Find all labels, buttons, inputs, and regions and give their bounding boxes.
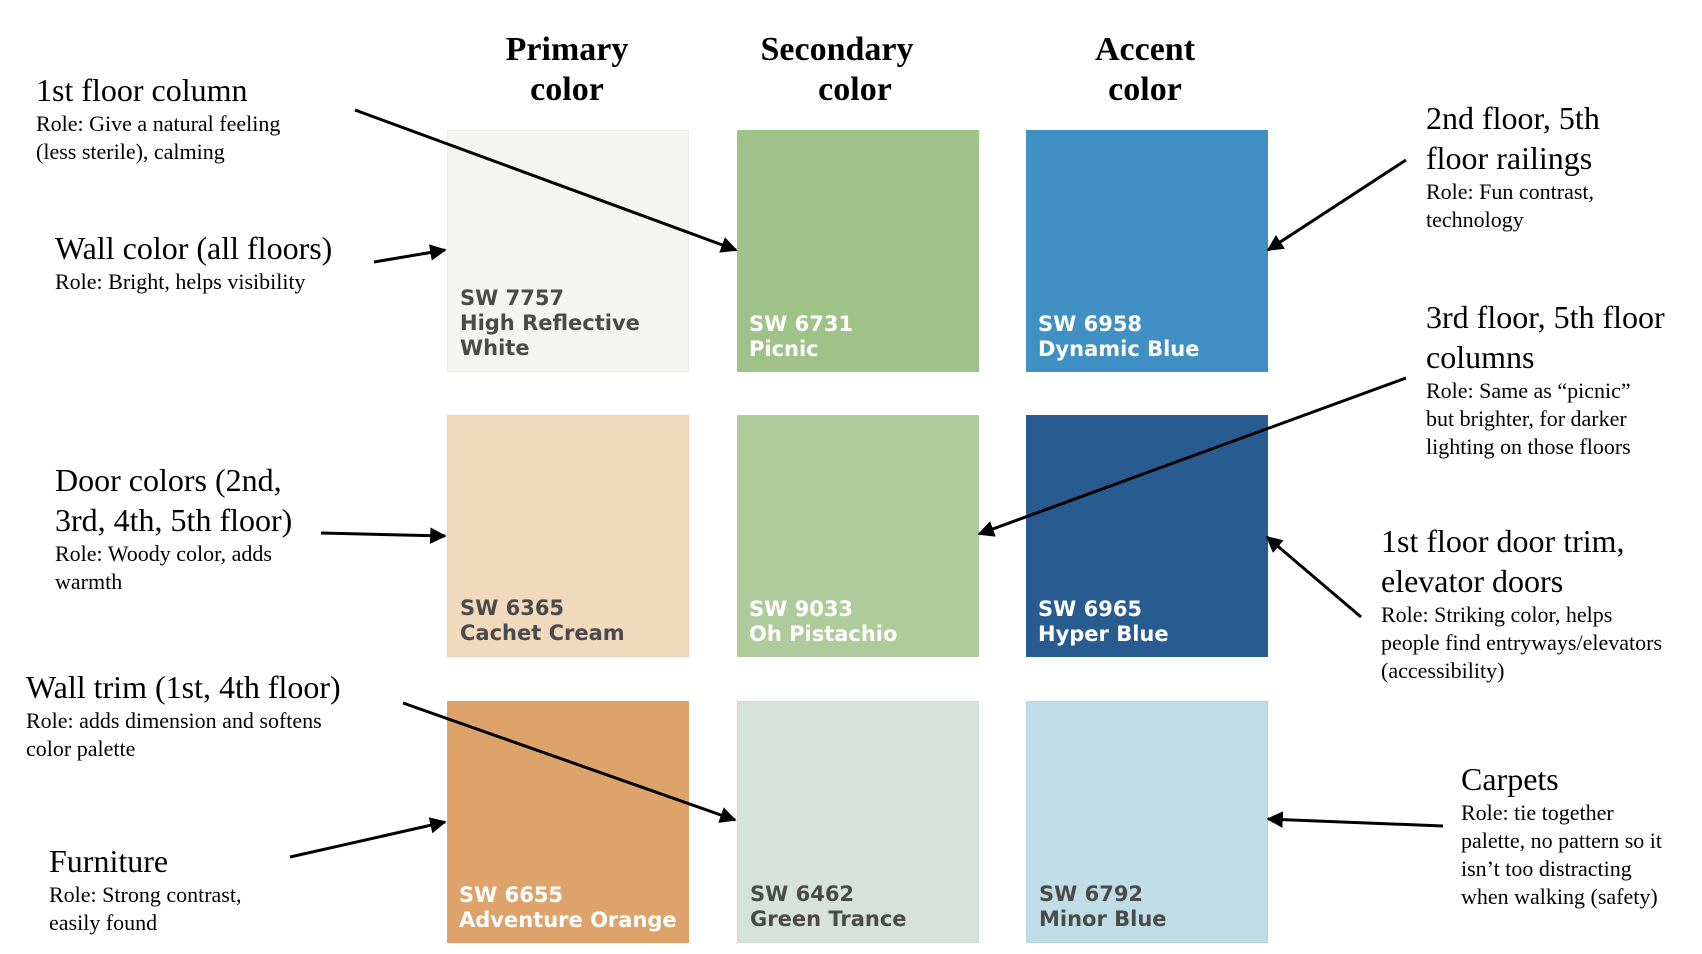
arrow-first-floor-column xyxy=(354,108,738,253)
swatch-code: SW 6792 xyxy=(1039,882,1144,906)
swatch-adventure-orange: SW 6655 Adventure Orange xyxy=(447,701,689,943)
note-title: Wall color (all floors) xyxy=(55,230,333,266)
note-role: Role: Strong contrast, xyxy=(49,882,242,907)
note-title: Door colors (2nd, xyxy=(55,462,282,498)
swatch-cachet-cream: SW 6365 Cachet Cream xyxy=(447,415,689,657)
swatch-label: SW 6792 Minor Blue xyxy=(1039,882,1259,932)
note-role: Role: Striking color, helps xyxy=(1381,602,1613,627)
note-role: (accessibility) xyxy=(1381,658,1505,683)
swatch-name: White xyxy=(460,336,530,360)
note-role: Role: Give a natural feeling xyxy=(36,111,281,136)
arrow-wall-trim xyxy=(402,701,737,823)
swatch-high-reflective-white: SW 7757 High Reflective White xyxy=(447,130,689,372)
note-title: Wall trim (1st, 4th floor) xyxy=(26,669,341,705)
arrow-railings xyxy=(1266,158,1407,252)
column-heading-primary: Primary color xyxy=(442,30,692,110)
swatch-label: SW 7757 High Reflective White xyxy=(460,286,680,361)
note-role: Role: Same as “picnic” xyxy=(1426,378,1631,403)
swatch-code: SW 6462 xyxy=(750,882,855,906)
swatch-label: SW 6462 Green Trance xyxy=(750,882,970,932)
arrow-wall-color xyxy=(373,244,447,264)
note-title: 1st floor column xyxy=(36,72,248,108)
swatch-label: SW 9033 Oh Pistachio xyxy=(749,597,971,647)
note-role: but brighter, for darker xyxy=(1426,406,1627,431)
swatch-dynamic-blue: SW 6958 Dynamic Blue xyxy=(1026,130,1268,372)
column-heading-line: color xyxy=(818,71,892,108)
arrow-door-trim xyxy=(1265,535,1362,619)
note-railings: 2nd floor, 5th floor railings Role: Fun … xyxy=(1426,98,1600,234)
swatch-name: High Reflective xyxy=(460,311,640,335)
swatch-label: SW 6655 Adventure Orange xyxy=(459,883,681,933)
swatch-label: SW 6958 Dynamic Blue xyxy=(1038,312,1260,362)
swatch-label: SW 6965 Hyper Blue xyxy=(1038,597,1260,647)
swatch-code: SW 6655 xyxy=(459,883,564,907)
column-heading-line: color xyxy=(530,71,604,108)
swatch-hyper-blue: SW 6965 Hyper Blue xyxy=(1026,415,1268,657)
swatch-name: Oh Pistachio xyxy=(749,622,898,646)
note-title: 3rd, 4th, 5th floor) xyxy=(55,502,293,538)
swatch-code: SW 9033 xyxy=(749,597,854,621)
note-title: Carpets xyxy=(1461,761,1559,797)
note-first-floor-column: 1st floor column Role: Give a natural fe… xyxy=(36,70,280,166)
swatch-picnic: SW 6731 Picnic xyxy=(737,130,979,372)
note-role: people find entryways/elevators xyxy=(1381,630,1663,655)
column-heading-line: Primary xyxy=(505,31,629,68)
note-door-trim: 1st floor door trim, elevator doors Role… xyxy=(1381,521,1662,685)
note-role: palette, no pattern so it xyxy=(1461,828,1662,853)
column-heading-line: Accent xyxy=(1094,31,1196,68)
note-title: Furniture xyxy=(49,843,169,879)
note-furniture: Furniture Role: Strong contrast, easily … xyxy=(49,841,241,937)
note-role: warmth xyxy=(55,569,123,594)
column-heading-line: Secondary xyxy=(760,31,914,68)
note-title: 3rd floor, 5th floor xyxy=(1426,299,1665,335)
note-title: columns xyxy=(1426,339,1535,375)
note-role: color palette xyxy=(26,736,136,761)
note-door-colors: Door colors (2nd, 3rd, 4th, 5th floor) R… xyxy=(55,460,292,596)
swatch-minor-blue: SW 6792 Minor Blue xyxy=(1026,701,1268,943)
column-heading-secondary: Secondary color xyxy=(712,30,962,110)
note-role: Role: Fun contrast, xyxy=(1426,179,1595,204)
arrow-door-colors xyxy=(320,527,447,544)
column-heading-accent: Accent color xyxy=(1020,30,1270,110)
swatch-code: SW 6731 xyxy=(749,312,854,336)
note-wall-trim: Wall trim (1st, 4th floor) Role: adds di… xyxy=(26,667,341,763)
note-role: technology xyxy=(1426,207,1524,232)
swatch-code: SW 6958 xyxy=(1038,312,1143,336)
swatch-name: Adventure Orange xyxy=(459,908,677,932)
note-role: when walking (safety) xyxy=(1461,884,1658,909)
swatch-oh-pistachio: SW 9033 Oh Pistachio xyxy=(737,415,979,657)
note-role: Role: tie together xyxy=(1461,800,1614,825)
swatch-green-trance: SW 6462 Green Trance xyxy=(737,701,979,943)
note-role: (less sterile), calming xyxy=(36,139,225,164)
note-role: Role: Bright, helps visibility xyxy=(55,269,306,294)
swatch-label: SW 6365 Cachet Cream xyxy=(460,596,680,646)
swatch-name: Hyper Blue xyxy=(1038,622,1169,646)
note-wall-color: Wall color (all floors) Role: Bright, he… xyxy=(55,228,332,296)
arrow-carpets xyxy=(1266,811,1444,828)
note-role: Role: Woody color, adds xyxy=(55,541,272,566)
note-title: 2nd floor, 5th xyxy=(1426,100,1600,136)
note-role: easily found xyxy=(49,910,158,935)
swatch-label: SW 6731 Picnic xyxy=(749,312,971,362)
note-carpets: Carpets Role: tie together palette, no p… xyxy=(1461,759,1662,911)
note-title: elevator doors xyxy=(1381,563,1564,599)
swatch-name: Dynamic Blue xyxy=(1038,337,1200,361)
swatch-code: SW 6365 xyxy=(460,596,565,620)
note-role: lighting on those floors xyxy=(1426,434,1631,459)
swatch-code: SW 7757 xyxy=(460,286,565,310)
note-role: Role: adds dimension and softens xyxy=(26,708,322,733)
note-role: isn’t too distracting xyxy=(1461,856,1632,881)
note-title: 1st floor door trim, xyxy=(1381,523,1625,559)
arrow-columns-3rd-5th xyxy=(977,376,1407,537)
swatch-code: SW 6965 xyxy=(1038,597,1143,621)
arrow-furniture xyxy=(289,817,447,859)
note-columns-3rd-5th: 3rd floor, 5th floor columns Role: Same … xyxy=(1426,297,1665,461)
swatch-name: Picnic xyxy=(749,337,819,361)
swatch-name: Green Trance xyxy=(750,907,907,931)
swatch-name: Minor Blue xyxy=(1039,907,1167,931)
note-title: floor railings xyxy=(1426,140,1593,176)
swatch-name: Cachet Cream xyxy=(460,621,625,645)
column-heading-line: color xyxy=(1108,71,1182,108)
